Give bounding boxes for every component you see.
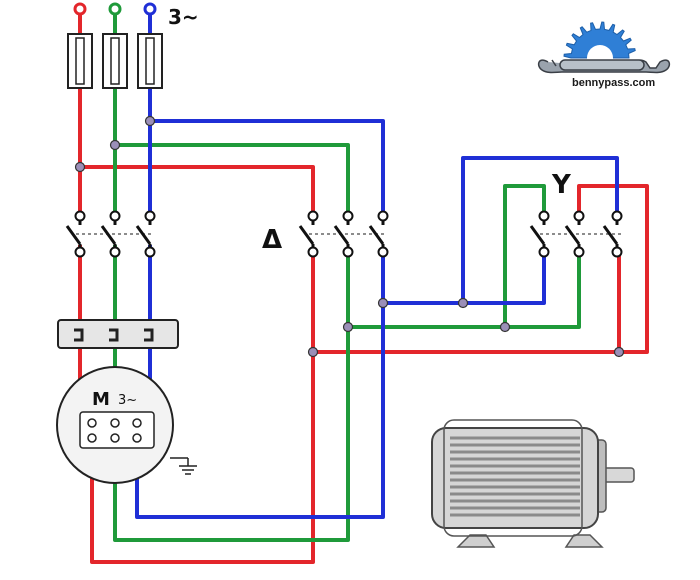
wire-green-delta-feed bbox=[115, 143, 350, 213]
motor-letter: M bbox=[92, 389, 110, 410]
terminal-l3 bbox=[143, 2, 157, 16]
motor-illustration-icon bbox=[431, 419, 635, 548]
wire-red-delta-feed bbox=[80, 165, 315, 213]
junction-node bbox=[109, 139, 121, 151]
overload-relay bbox=[57, 319, 179, 349]
fuse-1 bbox=[67, 33, 93, 89]
terminal-l2 bbox=[108, 2, 122, 16]
supply-terminals bbox=[73, 2, 157, 16]
delta-contactor bbox=[298, 210, 389, 258]
supply-phase-label: 3~ bbox=[168, 5, 199, 29]
junction-nodes bbox=[74, 115, 625, 358]
wire-blue-delta-feed bbox=[150, 119, 385, 213]
junction-node bbox=[342, 321, 354, 333]
wire-green-star-link bbox=[348, 184, 581, 329]
fuse-2 bbox=[102, 33, 128, 89]
bennypass-logo: bennypass.com bbox=[537, 21, 671, 89]
wire-red-star-link bbox=[313, 184, 649, 354]
fuse-3 bbox=[137, 33, 163, 89]
wire-layer bbox=[78, 10, 649, 564]
junction-node bbox=[499, 321, 511, 333]
junction-node bbox=[377, 297, 389, 309]
motor-phase-label: 3~ bbox=[118, 393, 137, 408]
wire-red-supply bbox=[78, 10, 315, 564]
junction-node bbox=[613, 346, 625, 358]
junction-node bbox=[144, 115, 156, 127]
contactors bbox=[65, 210, 623, 258]
motor-symbol: M 3~ bbox=[56, 366, 197, 484]
main-contactor bbox=[65, 210, 156, 258]
delta-label: Δ bbox=[262, 225, 282, 255]
star-contactor bbox=[529, 210, 623, 258]
junction-node bbox=[74, 161, 86, 173]
fuses bbox=[67, 33, 163, 89]
ground-icon bbox=[170, 457, 197, 475]
star-label: Y bbox=[551, 170, 572, 200]
wire-blue-star-link bbox=[383, 156, 619, 305]
wire-green-supply bbox=[113, 10, 350, 542]
junction-node bbox=[457, 297, 469, 309]
logo-text: bennypass.com bbox=[572, 77, 655, 89]
terminal-l1 bbox=[73, 2, 87, 16]
junction-node bbox=[307, 346, 319, 358]
wire-blue-supply bbox=[135, 10, 385, 519]
